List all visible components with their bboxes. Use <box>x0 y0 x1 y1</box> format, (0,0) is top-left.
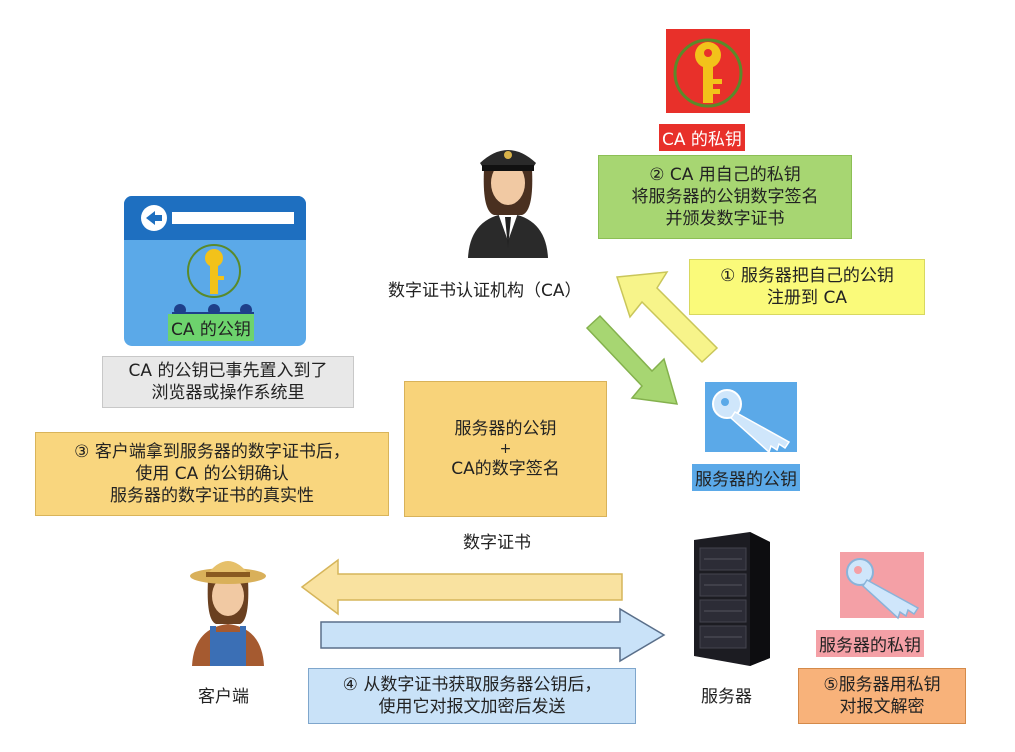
step2-box: ② CA 用自己的私钥 将服务器的公钥数字签名 并颁发数字证书 <box>598 155 852 239</box>
client-label: 客户端 <box>198 687 249 707</box>
preinstalled-note: CA 的公钥已事先置入到了 浏览器或操作系统里 <box>102 356 354 408</box>
certificate-caption: 数字证书 <box>463 533 531 553</box>
browser-window-icon <box>124 196 306 346</box>
step4-box: ④ 从数字证书获取服务器公钥后， 使用它对报文加密后发送 <box>308 668 636 724</box>
pilot-person-icon <box>468 150 548 258</box>
arrow-ca-to-server <box>585 314 679 405</box>
browser-ca-pubkey-label: CA 的公钥 <box>168 314 254 341</box>
cert-line-public-key: 服务器的公钥 <box>454 419 557 439</box>
server-private-key-label: 服务器的私钥 <box>816 630 924 657</box>
server-public-key-label: 服务器的公钥 <box>692 464 800 491</box>
cert-line-plus: + <box>499 441 512 457</box>
arrow-client-to-server <box>320 607 666 663</box>
step5-box: ⑤服务器用私钥 对报文解密 <box>798 668 966 724</box>
step3-box: ③ 客户端拿到服务器的数字证书后， 使用 CA 的公钥确认 服务器的数字证书的真… <box>35 432 389 516</box>
gold-key-icon <box>666 29 750 113</box>
cert-line-signature: CA的数字签名 <box>451 459 560 479</box>
certificate-box: 服务器的公钥 + CA的数字签名 <box>404 381 607 517</box>
arrow-server-to-client <box>300 558 623 616</box>
server-rack-icon <box>694 532 770 666</box>
ca-private-key-label: CA 的私钥 <box>659 124 745 151</box>
server-label: 服务器 <box>701 687 752 707</box>
arrow-server-to-ca <box>615 271 719 364</box>
blue-key-icon <box>705 382 797 454</box>
pink-key-icon <box>840 552 924 620</box>
ca-label: 数字证书认证机构（CA） <box>388 281 582 301</box>
step1-box: ① 服务器把自己的公钥 注册到 CA <box>689 259 925 315</box>
farmer-person-icon <box>190 561 266 666</box>
